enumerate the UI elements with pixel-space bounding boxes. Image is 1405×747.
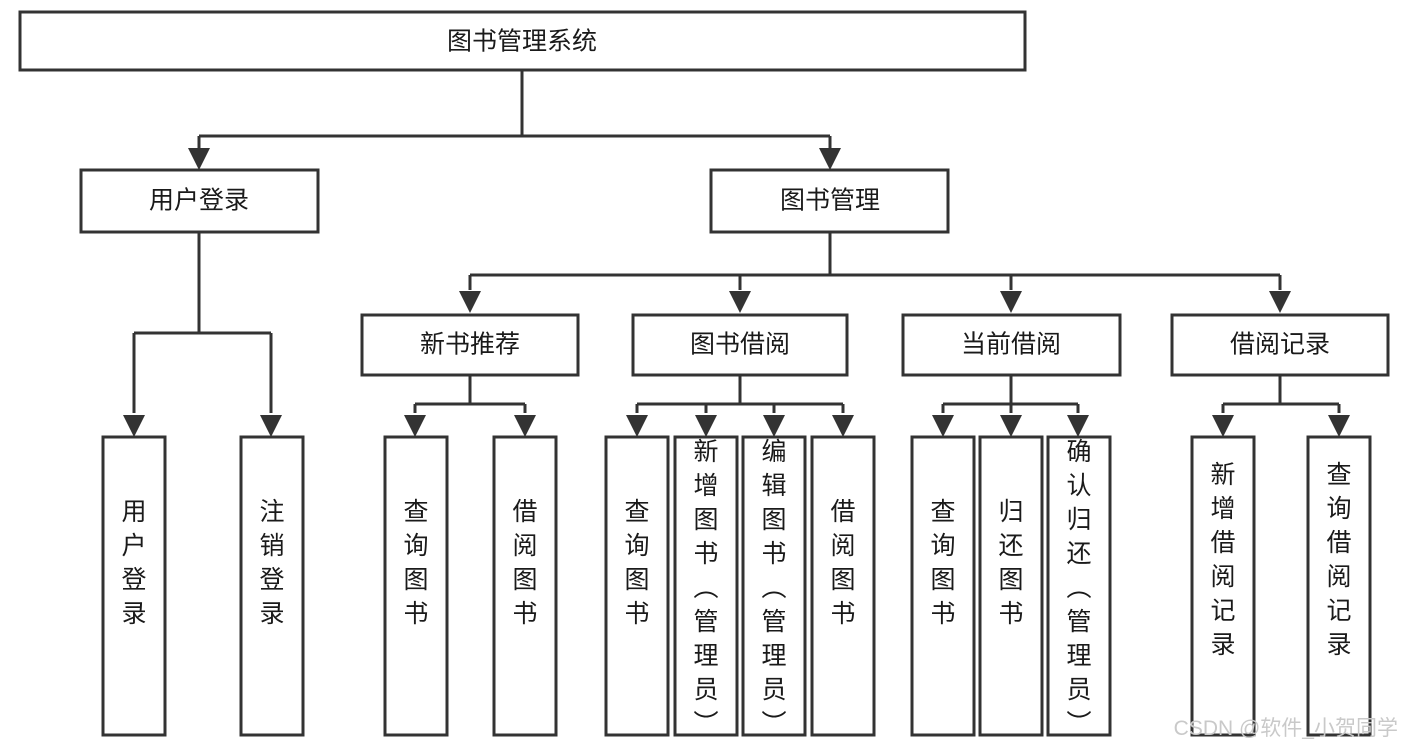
arrow-borrow-leaf-1 [626, 415, 648, 437]
leaf-borrow-edit-label: 编辑图书︵管理员︶ [761, 438, 786, 738]
leaf-node[interactable]: 用户登录 [101, 435, 167, 737]
leaf-records-add-box[interactable] [1190, 435, 1256, 737]
arrow-login-leaf-2 [260, 415, 282, 437]
node-root-label: 图书管理系统 [447, 28, 597, 56]
node-book-management[interactable]: 图书管理 [709, 168, 950, 234]
leaf-current-return-box[interactable] [978, 435, 1044, 737]
leaf-records-add-label: 新增借阅记录 [1210, 461, 1235, 659]
leaf-current-confirm-box[interactable] [1046, 435, 1112, 737]
leaf-borrow-edit-box[interactable] [741, 435, 807, 737]
arrow-login-leaf-1 [123, 415, 145, 437]
leaf-current-query-label: 查询图书 [930, 498, 955, 628]
node-borrow-records-label: 借阅记录 [1230, 331, 1330, 359]
leaf-node[interactable]: 查询图书 [383, 435, 449, 737]
node-book-borrow-label: 图书借阅 [690, 331, 790, 359]
arrow-borrow-leaf-2 [695, 415, 717, 437]
leaf-node[interactable]: 新增借阅记录 [1190, 435, 1256, 737]
leaf-borrow-query-box[interactable] [604, 435, 670, 737]
arrow-current-leaf-2 [1000, 415, 1022, 437]
leaf-borrow-book-label: 借阅图书 [830, 498, 855, 628]
leaf-node[interactable]: 查询图书 [910, 435, 976, 737]
arrow-bookmgmt-to-borrow [729, 291, 751, 313]
csdn-watermark: CSDN @软件_小贺同学 [1174, 717, 1398, 740]
arrow-bookmgmt-to-records [1269, 291, 1291, 313]
leaf-node[interactable]: 新增图书︵管理员︶ [673, 435, 739, 738]
leaf-newbook-query-box[interactable] [383, 435, 449, 737]
arrow-borrow-leaf-3 [763, 415, 785, 437]
leaf-newbook-borrow-label: 借阅图书 [512, 498, 537, 628]
leaf-node[interactable]: 注销登录 [239, 435, 305, 737]
node-user-login-label: 用户登录 [149, 187, 249, 215]
arrow-root-to-login [188, 148, 210, 170]
leaf-current-return-label: 归还图书 [998, 498, 1023, 628]
arrow-bookmgmt-to-current [1000, 291, 1022, 313]
node-current-borrow[interactable]: 当前借阅 [901, 313, 1122, 377]
node-new-book-recommend-box[interactable] [360, 313, 580, 377]
node-current-borrow-box[interactable] [901, 313, 1122, 377]
leaf-records-query-box[interactable] [1306, 435, 1372, 737]
leaf-node[interactable]: 归还图书 [978, 435, 1044, 737]
leaf-current-confirm-label: 确认归还︵管理员︶ [1066, 438, 1091, 738]
arrow-current-leaf-1 [932, 415, 954, 437]
leaf-node[interactable]: 借阅图书 [810, 435, 876, 737]
arrow-current-leaf-3 [1067, 415, 1089, 437]
leaf-user-login-label: 用户登录 [121, 498, 146, 628]
leaf-logout-box[interactable] [239, 435, 305, 737]
leaf-borrow-add-box[interactable] [673, 435, 739, 737]
leaf-newbook-query-label: 查询图书 [403, 498, 428, 628]
leaf-borrow-query-label: 查询图书 [624, 498, 649, 628]
leaf-records-query-label: 查询借阅记录 [1326, 461, 1351, 659]
node-new-book-recommend-label: 新书推荐 [420, 331, 520, 359]
leaf-node[interactable]: 编辑图书︵管理员︶ [741, 435, 807, 738]
node-user-login[interactable]: 用户登录 [79, 168, 320, 234]
arrow-newbook-leaf-2 [514, 415, 536, 437]
arrow-borrow-leaf-4 [832, 415, 854, 437]
arrow-bookmgmt-to-newbook [459, 291, 481, 313]
connector-lines [123, 70, 1350, 437]
node-borrow-records-box[interactable] [1170, 313, 1390, 377]
node-new-book-recommend[interactable]: 新书推荐 [360, 313, 580, 377]
leaf-user-login-box[interactable] [101, 435, 167, 737]
leaf-logout-label: 注销登录 [259, 498, 284, 628]
leaf-borrow-add-label: 新增图书︵管理员︶ [693, 438, 718, 738]
leaf-current-query-box[interactable] [910, 435, 976, 737]
node-book-management-label: 图书管理 [780, 187, 880, 215]
leaf-node[interactable]: 确认归还︵管理员︶ [1046, 435, 1112, 738]
node-borrow-records[interactable]: 借阅记录 [1170, 313, 1390, 377]
arrow-newbook-leaf-1 [404, 415, 426, 437]
node-book-management-box[interactable] [709, 168, 950, 234]
node-current-borrow-label: 当前借阅 [961, 331, 1061, 359]
leaf-borrow-book-box[interactable] [810, 435, 876, 737]
node-book-borrow[interactable]: 图书借阅 [631, 313, 849, 377]
node-user-login-box[interactable] [79, 168, 320, 234]
node-root-system[interactable]: 图书管理系统 [18, 10, 1027, 72]
arrow-records-leaf-1 [1212, 415, 1234, 437]
leaf-newbook-borrow-box[interactable] [492, 435, 558, 737]
leaf-node[interactable]: 查询借阅记录 [1306, 435, 1372, 737]
node-book-borrow-box[interactable] [631, 313, 849, 377]
leaf-node[interactable]: 查询图书 [604, 435, 670, 737]
arrow-root-to-bookmgmt [819, 148, 841, 170]
leaf-node[interactable]: 借阅图书 [492, 435, 558, 737]
arrow-records-leaf-2 [1328, 415, 1350, 437]
node-root-box[interactable] [18, 10, 1027, 72]
